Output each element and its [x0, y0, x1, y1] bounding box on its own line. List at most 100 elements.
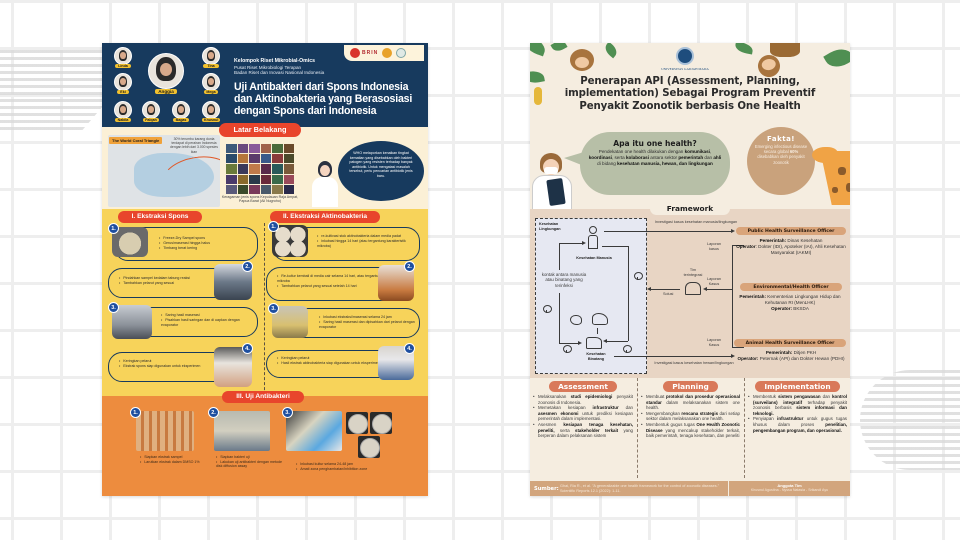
avatar [114, 101, 132, 119]
section-divider [264, 223, 265, 405]
assessment-column: Assessment Melaksanakan studi epidemiolo… [530, 378, 636, 478]
laporan-label: Laporan kasus [707, 242, 721, 251]
lizard-illustration [534, 87, 542, 105]
uji-antibakteri-heading: III. Uji Antibakteri [222, 391, 304, 403]
connector-line [628, 246, 629, 341]
inhibition-plate-photo [370, 412, 392, 434]
bacteria-prep-photo [214, 411, 270, 451]
connector-arrow [603, 339, 628, 343]
avatar [202, 101, 220, 119]
tree-icon [543, 305, 552, 313]
environmental-officer-desc: Pemerintah: Kementerian Lingkungan Hidup… [739, 294, 841, 311]
avatar [114, 73, 132, 91]
poster-antibakteri[interactable]: Linda Tina Eki Anggia Mega Nabila Falqah… [102, 43, 428, 496]
team-label: Anggota Tim [777, 483, 802, 488]
poster-title: Penerapan API (Assessment, Planning, imp… [564, 76, 816, 112]
person-icon-body [588, 235, 598, 249]
member-name: Tina [203, 64, 219, 68]
member-name: Anggia [155, 89, 177, 94]
fakta-heading: Fakta! [766, 135, 795, 143]
inhibition-plate-photo [346, 412, 368, 434]
step-number: 3. [108, 302, 119, 313]
framework-heading: Framework [650, 202, 730, 215]
member-name: Nabila [115, 118, 131, 122]
implementation-column: Implementation Membentuk sistem pengawas… [744, 378, 850, 478]
kesehatan-binatang-label: Kesehatan Binatang [586, 352, 606, 361]
connector-line [559, 243, 560, 270]
clipboard-icon [546, 178, 566, 206]
step-number: 3. [268, 303, 279, 314]
report-line [732, 245, 733, 347]
petri-dish-photo [272, 225, 308, 257]
team-members: Khusnul Agustina - Nyssa Natasia - Srika… [750, 488, 829, 492]
leaf-decoration [734, 43, 754, 55]
flow-arrow-bottom [614, 354, 735, 358]
avatar [114, 47, 132, 65]
connector-line [559, 293, 560, 343]
step-number: 1. [130, 407, 141, 418]
one-health-text: Pendekatan one health dilakukan dengan k… [588, 149, 722, 167]
connector-line [597, 328, 598, 334]
ekstraksi-spons-heading: I. Ekstraksi Spons [118, 211, 202, 223]
brin-logo: BRIN [350, 48, 378, 58]
planning-column: Planning Membuat protokol dan prosedur o… [637, 378, 743, 478]
fakta-text: Emerging infectious disease secara globa… [754, 144, 808, 165]
source-label: Sumber: [534, 485, 559, 492]
person-icon [589, 226, 597, 234]
one-health-heading: Apa itu one health? [613, 139, 697, 148]
deer-icon [586, 337, 602, 349]
step-number: 2. [208, 407, 219, 418]
planning-item: Mengembangkan rencana strategis dari set… [641, 411, 740, 422]
tree-icon [634, 272, 643, 280]
flow-arrow-top [604, 229, 735, 233]
solusi-label: Solusi [663, 292, 674, 296]
avatar [172, 101, 190, 119]
laporan-label: Laporan Kasus [707, 277, 721, 286]
sponge-photo-grid [226, 144, 294, 194]
map-caption: 30% terumbu karang dunia terdapat di per… [170, 137, 218, 154]
member-name: Bagas [173, 118, 189, 122]
implementation-item: Penyiapan infrastruktur untuk gugus tuga… [748, 416, 847, 433]
coral-triangle-map [108, 135, 220, 207]
avatar [142, 101, 160, 119]
assessment-item: Melaksanakan studi epidemiologi penyakit… [533, 394, 633, 405]
member-name: Mega [204, 90, 218, 94]
report-line [732, 245, 744, 246]
gorilla-icon [592, 313, 608, 325]
report-line [732, 347, 744, 348]
institution-logos: BRIN [344, 45, 424, 61]
decorative-stripes [0, 50, 110, 130]
branch-decoration [770, 43, 800, 57]
poster-one-health[interactable]: UNIVERSITAS GADJAH MADA Penerapan API (A… [530, 43, 850, 496]
connector-arrow [559, 241, 586, 245]
step-number: 3. [282, 407, 293, 418]
org-center: Pusat Riset Mikrobiologi Terapan [234, 64, 302, 70]
one-health-bubble: Apa itu one health? Pendekatan one healt… [564, 132, 730, 195]
avatar [202, 73, 220, 91]
step-number: 1. [268, 221, 279, 232]
ekstraksi-aktino-heading: II. Ekstraksi Aktinobakteria [270, 211, 380, 223]
mortar-photo [112, 227, 148, 257]
step-number: 2. [404, 261, 415, 272]
avatar [202, 47, 220, 65]
uji-step-1-list: Siapkan ekstrak sampelLarutkan ekstrak d… [140, 455, 202, 464]
inhibition-plate-photo [358, 436, 380, 458]
poster-header: Linda Tina Eki Anggia Mega Nabila Falqah… [102, 43, 428, 127]
map-label: The World Coral Triangle [109, 137, 163, 144]
source-citation: Ghai, Ria R., et al. "A generalizable on… [560, 484, 720, 493]
tree-icon [623, 345, 632, 353]
report-arrow [703, 287, 732, 291]
incubation-photo [286, 411, 342, 451]
giraffe-illustration [812, 137, 850, 205]
planning-item: Membentuk gugus tugas One Health Zoonoti… [641, 422, 740, 439]
solusi-arrow [647, 287, 680, 291]
investigasi-bottom-label: Investigasi kasus kesehatan hewan/lingku… [654, 361, 734, 365]
environmental-officer-badge: Environmental/Health Officer [740, 283, 842, 291]
animal-health-officer-badge: Animal Health Surveillance Officer [734, 339, 846, 347]
who-speech-bubble: WHO melaporkan kenaikan tingkat kematian… [338, 141, 424, 201]
team-group-icon [685, 282, 701, 295]
partner-logo-icon [382, 48, 393, 58]
fakta-circle: Fakta! Emerging infectious disease secar… [747, 127, 815, 195]
